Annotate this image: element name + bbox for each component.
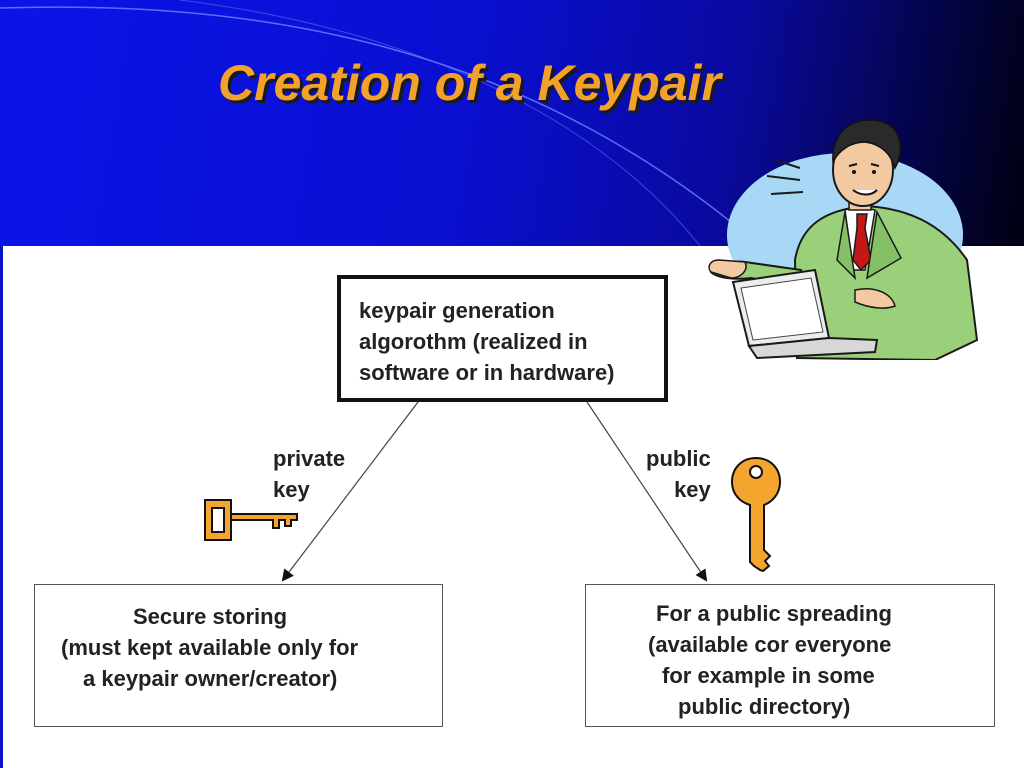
public-key-icon [730,456,782,573]
public-label-line-2: key [674,477,711,502]
storing-line-1: Secure storing [133,604,288,629]
private-label-line-2: key [273,477,310,502]
secure-storing-box: Secure storing (must kept available only… [34,584,443,727]
private-arrow [281,401,419,582]
private-key-label: private key [273,443,345,505]
spreading-line-2: (available cor everyone [648,632,892,657]
public-key-label: public key [646,443,711,505]
private-label-line-1: private [273,446,346,471]
public-arrow [586,401,708,582]
slide-left-edge [0,246,3,768]
private-key-icon [204,499,298,541]
storing-line-3: a keypair owner/creator) [83,666,338,691]
public-label-line-1: public [646,446,711,471]
public-spreading-box: For a public spreading (available cor ev… [585,584,995,727]
keypair-generation-box: keypair generation algorothm (realized i… [337,275,668,402]
presenter-with-laptop-icon [708,119,979,360]
spreading-line-4: public directory) [678,694,851,719]
generation-line-2: algorothm (realized in [359,329,588,354]
spreading-line-3: for example in some [662,663,875,688]
header-swoosh [0,0,761,246]
spreading-line-1: For a public spreading [656,601,892,626]
slide-title: Creation of a Keypair [218,55,721,111]
generation-line-3: software or in hardware) [359,360,615,385]
storing-line-2: (must kept available only for [61,635,359,660]
generation-line-1: keypair generation [359,298,555,323]
